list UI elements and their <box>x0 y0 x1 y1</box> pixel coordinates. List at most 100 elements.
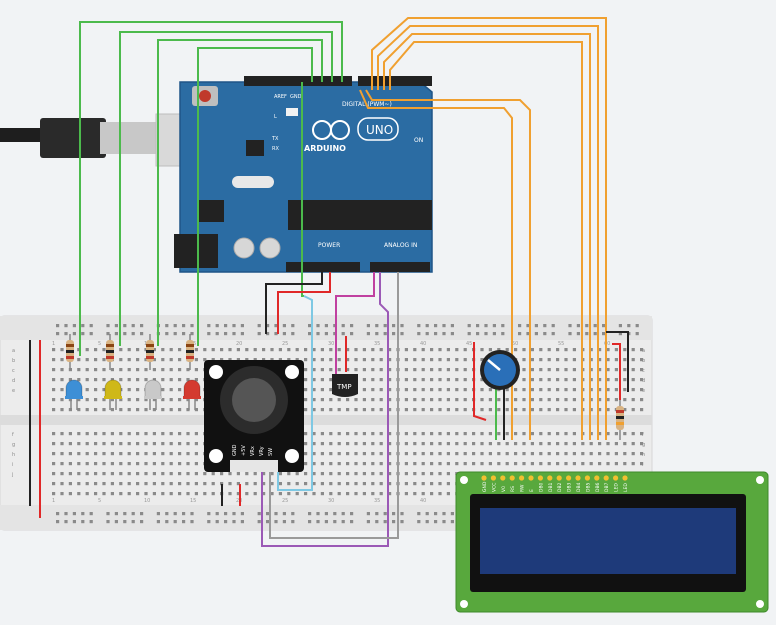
breadboard-hole[interactable] <box>52 462 56 466</box>
rail-hole[interactable] <box>618 324 622 328</box>
breadboard-hole[interactable] <box>631 452 635 456</box>
rail-hole[interactable] <box>182 324 186 328</box>
lcd-pin[interactable] <box>481 475 487 481</box>
lcd-pin[interactable] <box>528 475 534 481</box>
breadboard-hole[interactable] <box>77 492 81 496</box>
rail-hole[interactable] <box>81 332 85 336</box>
breadboard-hole[interactable] <box>329 378 333 382</box>
breadboard-hole[interactable] <box>144 482 148 486</box>
rail-hole[interactable] <box>215 520 219 524</box>
breadboard-hole[interactable] <box>522 408 526 412</box>
breadboard-hole[interactable] <box>547 432 551 436</box>
breadboard-hole[interactable] <box>572 378 576 382</box>
breadboard-hole[interactable] <box>102 492 106 496</box>
rail-hole[interactable] <box>156 512 160 516</box>
breadboard-hole[interactable] <box>52 378 56 382</box>
breadboard-hole[interactable] <box>312 408 316 412</box>
breadboard-hole[interactable] <box>312 452 316 456</box>
breadboard-hole[interactable] <box>186 452 190 456</box>
breadboard-hole[interactable] <box>178 408 182 412</box>
breadboard-hole[interactable] <box>245 472 249 476</box>
breadboard-hole[interactable] <box>194 378 198 382</box>
rail-hole[interactable] <box>165 332 169 336</box>
rail-hole[interactable] <box>635 332 639 336</box>
breadboard-hole[interactable] <box>136 388 140 392</box>
breadboard-hole[interactable] <box>488 348 492 352</box>
breadboard-hole[interactable] <box>68 432 72 436</box>
breadboard-hole[interactable] <box>530 442 534 446</box>
breadboard-hole[interactable] <box>102 482 106 486</box>
breadboard-hole[interactable] <box>253 472 257 476</box>
breadboard-hole[interactable] <box>556 408 560 412</box>
breadboard-hole[interactable] <box>354 492 358 496</box>
breadboard-hole[interactable] <box>245 482 249 486</box>
breadboard-hole[interactable] <box>346 358 350 362</box>
breadboard-hole[interactable] <box>362 472 366 476</box>
breadboard-hole[interactable] <box>295 482 299 486</box>
breadboard-hole[interactable] <box>547 368 551 372</box>
breadboard-hole[interactable] <box>77 442 81 446</box>
breadboard-hole[interactable] <box>77 368 81 372</box>
breadboard-hole[interactable] <box>60 462 64 466</box>
breadboard-hole[interactable] <box>144 492 148 496</box>
breadboard-hole[interactable] <box>598 442 602 446</box>
rail-hole[interactable] <box>106 520 110 524</box>
breadboard-hole[interactable] <box>631 432 635 436</box>
breadboard-hole[interactable] <box>127 348 131 352</box>
breadboard-hole[interactable] <box>304 378 308 382</box>
breadboard-hole[interactable] <box>404 388 408 392</box>
breadboard-hole[interactable] <box>446 452 450 456</box>
rail-hole[interactable] <box>291 324 295 328</box>
breadboard-hole[interactable] <box>60 452 64 456</box>
breadboard-hole[interactable] <box>421 408 425 412</box>
breadboard-hole[interactable] <box>388 388 392 392</box>
rail-hole[interactable] <box>72 324 76 328</box>
breadboard-hole[interactable] <box>404 452 408 456</box>
breadboard-hole[interactable] <box>413 442 417 446</box>
breadboard-hole[interactable] <box>102 378 106 382</box>
breadboard-hole[interactable] <box>480 452 484 456</box>
breadboard-hole[interactable] <box>178 432 182 436</box>
breadboard-hole[interactable] <box>530 358 534 362</box>
breadboard-hole[interactable] <box>346 442 350 446</box>
breadboard-hole[interactable] <box>472 442 476 446</box>
breadboard-hole[interactable] <box>110 432 114 436</box>
rail-hole[interactable] <box>123 324 127 328</box>
breadboard-hole[interactable] <box>337 462 341 466</box>
breadboard-hole[interactable] <box>598 388 602 392</box>
rail-hole[interactable] <box>434 520 438 524</box>
breadboard-hole[interactable] <box>161 348 165 352</box>
breadboard-hole[interactable] <box>598 368 602 372</box>
breadboard-hole[interactable] <box>169 398 173 402</box>
breadboard-hole[interactable] <box>262 358 266 362</box>
breadboard-hole[interactable] <box>623 432 627 436</box>
rail-hole[interactable] <box>240 324 244 328</box>
breadboard-hole[interactable] <box>430 482 434 486</box>
breadboard-hole[interactable] <box>606 358 610 362</box>
breadboard-hole[interactable] <box>413 378 417 382</box>
rail-hole[interactable] <box>350 520 354 524</box>
rail-hole[interactable] <box>274 520 278 524</box>
rail-hole[interactable] <box>450 324 454 328</box>
breadboard-hole[interactable] <box>228 472 232 476</box>
breadboard-hole[interactable] <box>194 472 198 476</box>
breadboard-hole[interactable] <box>68 442 72 446</box>
breadboard-hole[interactable] <box>404 398 408 402</box>
rail-hole[interactable] <box>56 324 60 328</box>
breadboard-hole[interactable] <box>144 432 148 436</box>
breadboard-hole[interactable] <box>547 442 551 446</box>
breadboard-hole[interactable] <box>102 432 106 436</box>
breadboard-hole[interactable] <box>77 452 81 456</box>
breadboard-hole[interactable] <box>556 462 560 466</box>
breadboard-hole[interactable] <box>614 388 618 392</box>
breadboard-hole[interactable] <box>505 442 509 446</box>
rail-hole[interactable] <box>450 512 454 516</box>
breadboard-hole[interactable] <box>530 432 534 436</box>
breadboard-hole[interactable] <box>186 482 190 486</box>
breadboard-hole[interactable] <box>614 368 618 372</box>
breadboard-hole[interactable] <box>631 398 635 402</box>
breadboard-hole[interactable] <box>631 378 635 382</box>
breadboard-hole[interactable] <box>52 432 56 436</box>
breadboard-hole[interactable] <box>589 388 593 392</box>
breadboard-hole[interactable] <box>169 492 173 496</box>
